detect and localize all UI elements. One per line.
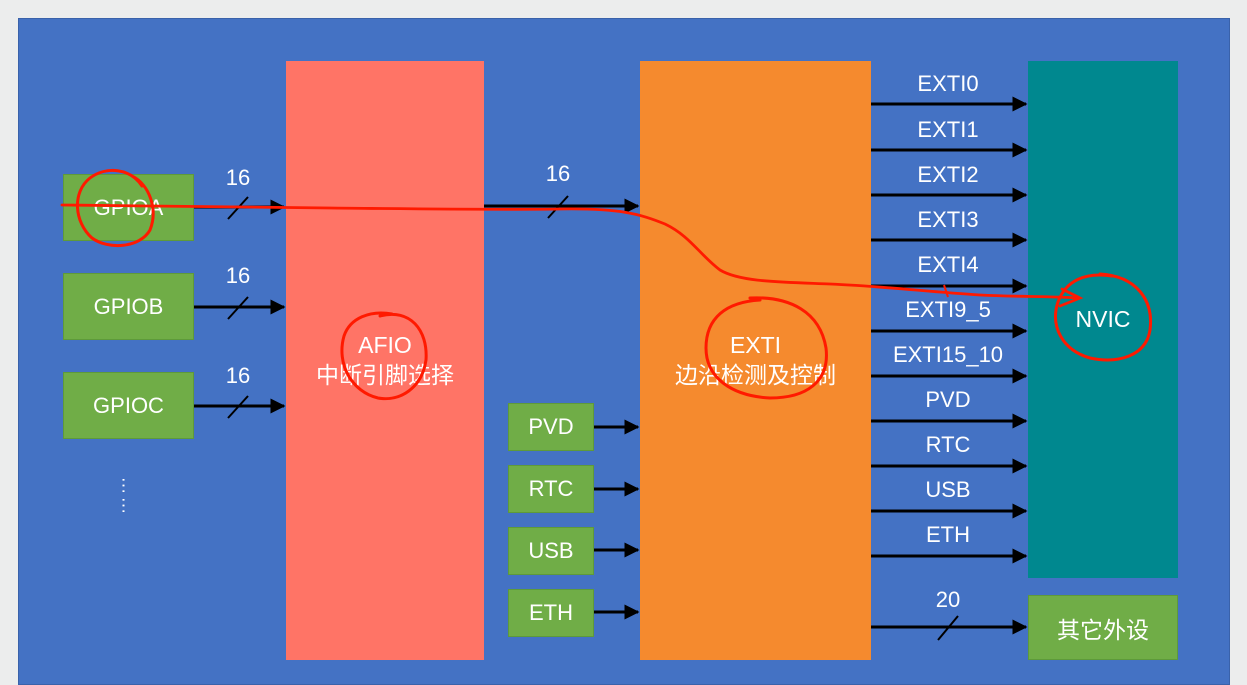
bus-slash	[547, 195, 569, 219]
afio-subtitle: 中断引脚选择	[316, 361, 454, 388]
annotation-circle-exti	[704, 296, 828, 400]
bus-slash	[937, 615, 959, 641]
other-peripherals-label: 其它外设	[1057, 616, 1149, 643]
rtc-source-box: RTC	[508, 465, 594, 513]
exti-subtitle: 边沿检测及控制	[675, 361, 836, 388]
pvd-source-label: PVD	[528, 414, 574, 439]
usb-source-label: USB	[528, 538, 574, 563]
exti-output-label: EXTI3	[917, 207, 979, 232]
exti-output-label: ETH	[926, 522, 970, 547]
gpiob-box: GPIOB	[63, 273, 194, 340]
annotation-tick	[943, 284, 949, 298]
gpioc-box: GPIOC	[63, 372, 194, 439]
exti-output-label: EXTI1	[917, 117, 979, 142]
bus-width-gpioc: 16	[225, 363, 251, 388]
exti-output-label: EXTI4	[917, 252, 979, 277]
annotation-circle-afio	[340, 311, 428, 401]
afio-block: AFIO 中断引脚选择	[286, 61, 484, 660]
annotation-arrow-head	[1058, 287, 1084, 308]
other-peripherals-box: 其它外设	[1028, 595, 1178, 660]
annotation-signal-path	[60, 203, 1080, 300]
pvd-source-box: PVD	[508, 403, 594, 451]
rtc-source-label: RTC	[528, 476, 574, 501]
nvic-block: NVIC	[1028, 61, 1178, 578]
exti-output-label: EXTI2	[917, 162, 979, 187]
bus-slash	[227, 296, 249, 320]
exti-output-label: EXTI9_5	[905, 297, 991, 322]
eth-source-label: ETH	[529, 600, 573, 625]
exti-title: EXTI	[729, 331, 782, 358]
usb-source-box: USB	[508, 527, 594, 575]
eth-source-box: ETH	[508, 589, 594, 637]
annotation-circle-gpioa	[76, 168, 155, 248]
exti-output-label: EXTI0	[917, 71, 979, 96]
gpiob-label: GPIOB	[93, 293, 164, 319]
gpioc-label: GPIOC	[93, 392, 164, 418]
bus-width-afio-exti: 16	[545, 161, 571, 186]
bus-width-gpioa: 16	[225, 165, 251, 190]
bus-width-gpiob: 16	[225, 263, 251, 288]
nvic-label: NVIC	[1075, 306, 1131, 332]
exti-output-label: RTC	[925, 432, 971, 457]
exti-output-label: EXTI15_10	[892, 342, 1004, 367]
bus-slash	[227, 395, 249, 419]
afio-title: AFIO	[358, 331, 412, 358]
exti-output-label: USB	[925, 477, 971, 502]
exti-output-label: PVD	[925, 387, 971, 412]
annotation-circle-nvic	[1054, 272, 1153, 362]
bus-width-others: 20	[935, 587, 961, 612]
exti-block: EXTI 边沿检测及控制	[640, 61, 871, 660]
